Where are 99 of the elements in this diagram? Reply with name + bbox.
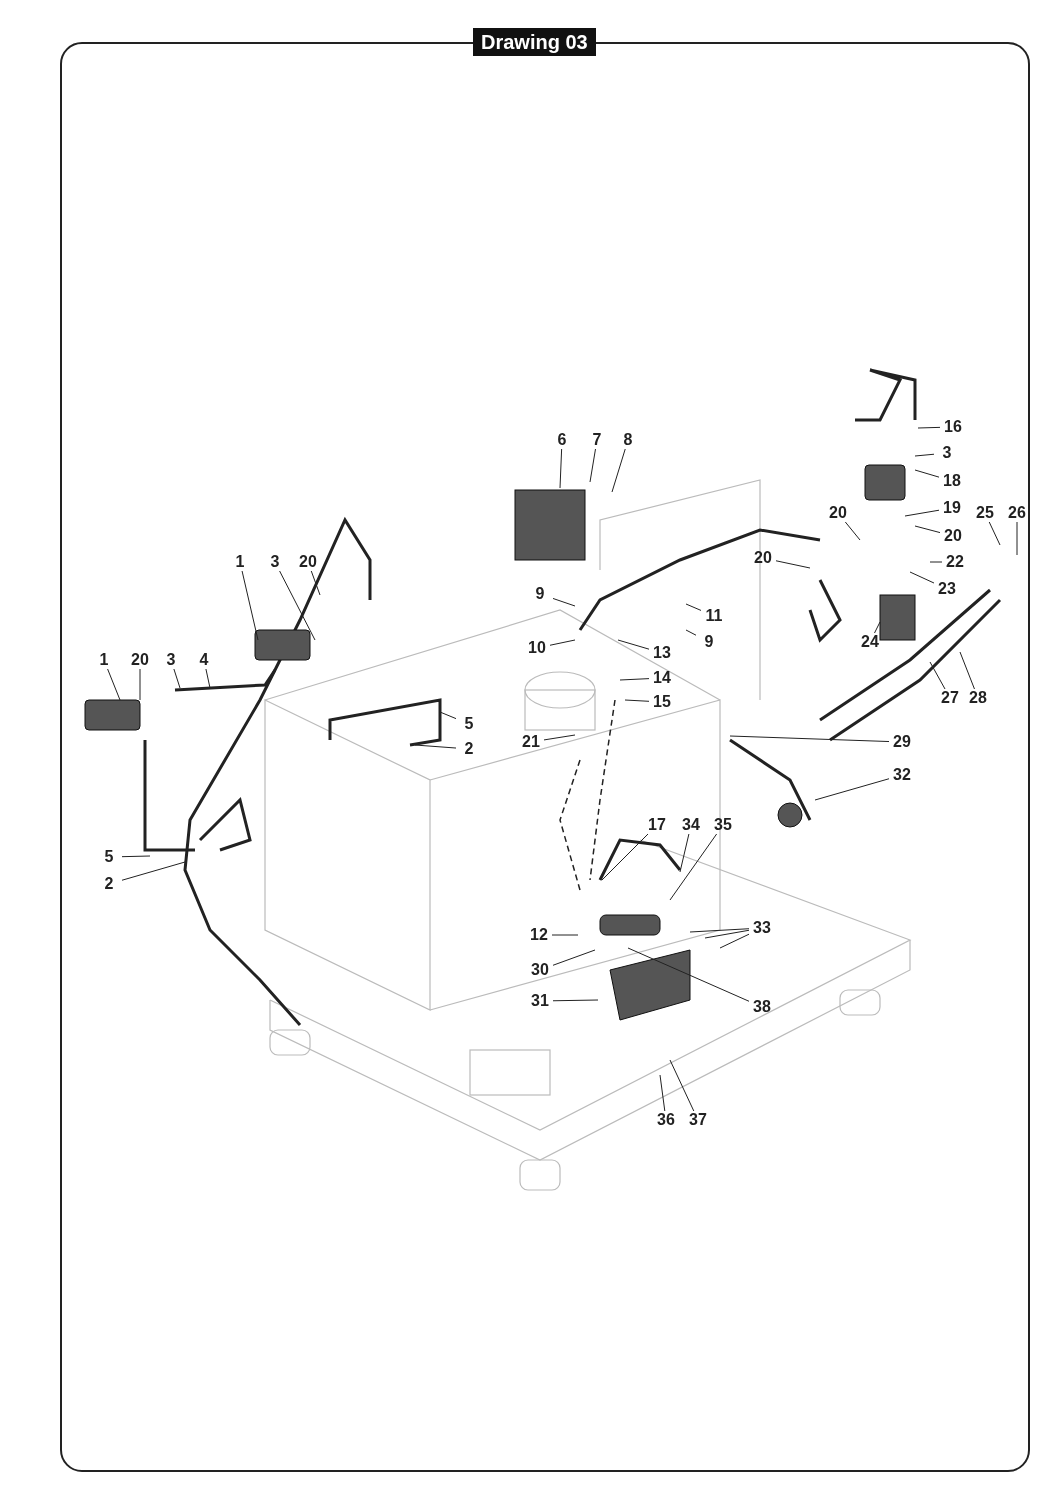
- callout-number: 16: [940, 418, 966, 436]
- callout-number: 26: [1004, 504, 1030, 522]
- leader-line: [241, 570, 259, 641]
- callout-number: 37: [685, 1111, 711, 1129]
- leader-line: [617, 639, 650, 650]
- callout-number: 13: [649, 644, 675, 662]
- callout-number: 7: [584, 431, 610, 449]
- leader-line: [669, 1059, 695, 1112]
- leader-line: [917, 426, 941, 429]
- callout-number: 32: [889, 766, 915, 784]
- drawing-title: Drawing 03: [473, 28, 596, 56]
- callout-number: 20: [940, 527, 966, 545]
- callout-number: 38: [749, 998, 775, 1016]
- leader-line: [619, 678, 650, 681]
- leader-line: [439, 711, 457, 720]
- callout-number: 24: [857, 633, 883, 651]
- leader-line: [844, 521, 861, 541]
- callout-number: 25: [972, 504, 998, 522]
- leader-line: [669, 833, 718, 901]
- callout-number: 21: [518, 733, 544, 751]
- callout-number: 6: [549, 431, 575, 449]
- leader-line: [279, 570, 316, 641]
- leader-line: [205, 668, 211, 689]
- leader-line: [874, 621, 881, 634]
- leader-line: [814, 778, 890, 801]
- callout-number: 29: [889, 733, 915, 751]
- leader-line: [659, 1074, 666, 1112]
- leader-line: [624, 699, 650, 702]
- callout-number: 36: [653, 1111, 679, 1129]
- callout-number: 3: [934, 444, 960, 462]
- leader-line: [775, 560, 811, 569]
- leader-line: [909, 571, 935, 584]
- leader-line: [914, 453, 935, 457]
- callout-number: 9: [527, 585, 553, 603]
- callout-number: 4: [191, 651, 217, 669]
- callout-number: 22: [942, 553, 968, 571]
- leader-line: [679, 833, 690, 873]
- callout-number: 2: [456, 740, 482, 758]
- leader-line: [559, 448, 563, 489]
- leader-line: [552, 999, 599, 1002]
- leader-line: [729, 735, 890, 743]
- callout-number: 15: [649, 693, 675, 711]
- leader-line: [704, 929, 750, 939]
- callout-number: 23: [934, 580, 960, 598]
- callout-number: 17: [644, 816, 670, 834]
- callout-number: 33: [749, 919, 775, 937]
- callout-number: 14: [649, 669, 675, 687]
- leader-line: [139, 668, 141, 701]
- leader-line: [689, 928, 750, 933]
- callout-number: 28: [965, 689, 991, 707]
- callout-number: 10: [524, 639, 550, 657]
- callout-number: 20: [825, 504, 851, 522]
- leader-line: [551, 934, 579, 936]
- callout-number: 27: [937, 689, 963, 707]
- callout-number: 19: [939, 499, 965, 517]
- callout-number: 35: [710, 816, 736, 834]
- leader-line: [959, 651, 975, 690]
- leader-line: [549, 639, 576, 646]
- leader-line: [611, 448, 626, 493]
- callout-number: 30: [527, 961, 553, 979]
- callout-number: 20: [750, 549, 776, 567]
- leader-line: [552, 949, 596, 966]
- leader-line: [414, 744, 457, 749]
- leader-line: [685, 603, 702, 611]
- callout-number: 1: [227, 553, 253, 571]
- callout-number: 34: [678, 816, 704, 834]
- leader-line: [988, 521, 1001, 546]
- leader-line: [121, 861, 186, 881]
- callout-number: 8: [615, 431, 641, 449]
- callout-number: 9: [696, 633, 722, 651]
- callout-number: 1: [91, 651, 117, 669]
- callout-number: 3: [158, 651, 184, 669]
- leader-line: [1016, 521, 1018, 556]
- leader-line: [310, 570, 321, 596]
- leader-line: [589, 448, 596, 483]
- leader-line: [685, 629, 697, 636]
- leader-line: [929, 661, 946, 690]
- callout-number: 31: [527, 992, 553, 1010]
- callout-number: 12: [526, 926, 552, 944]
- leader-line: [173, 668, 181, 689]
- callout-number: 20: [295, 553, 321, 571]
- leader-line: [552, 597, 576, 607]
- leader-line: [601, 833, 649, 881]
- leader-line: [627, 947, 750, 1002]
- leader-line: [904, 509, 940, 517]
- callout-number: 5: [96, 848, 122, 866]
- callout-number: 2: [96, 875, 122, 893]
- leader-line: [929, 561, 943, 563]
- leader-line: [719, 933, 750, 949]
- leader-line: [914, 469, 940, 478]
- callout-number: 18: [939, 472, 965, 490]
- leader-line: [107, 668, 121, 701]
- leader-line: [121, 855, 151, 858]
- callout-number: 5: [456, 715, 482, 733]
- callout-number: 3: [262, 553, 288, 571]
- callout-number: 20: [127, 651, 153, 669]
- leader-line: [543, 734, 576, 741]
- leader-line: [914, 525, 941, 534]
- callout-number: 11: [701, 607, 727, 625]
